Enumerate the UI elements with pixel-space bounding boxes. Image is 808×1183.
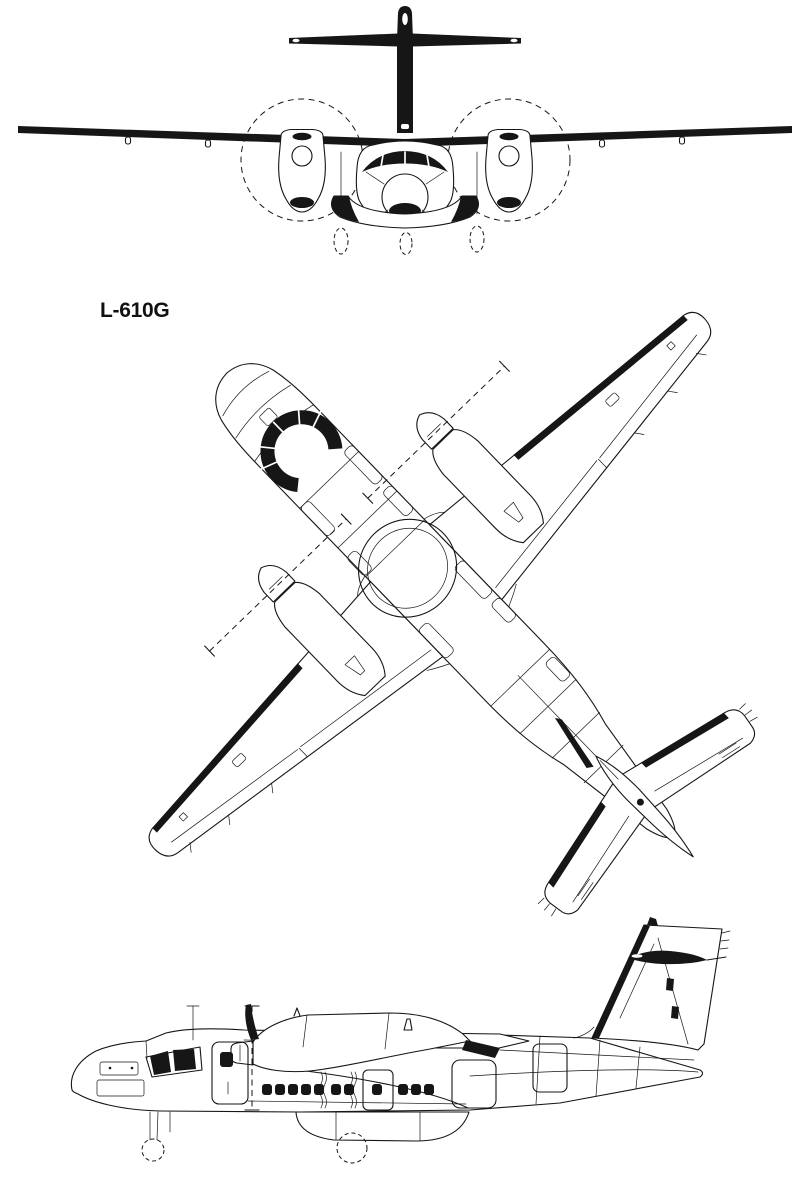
side-overwing-exit (362, 1069, 394, 1111)
front-spinner-left (291, 145, 313, 167)
front-fin-base-detail (401, 124, 409, 129)
top-tailplane-boot-left (548, 801, 606, 888)
side-fin-antenna (647, 917, 658, 926)
front-tailplane-tip-right (510, 38, 518, 43)
side-exhaust (462, 1040, 500, 1058)
front-view (18, 6, 792, 255)
side-nose-details (96, 1040, 148, 1097)
front-sponson-band (331, 195, 479, 229)
front-fin (397, 6, 413, 133)
side-fin (573, 917, 731, 1051)
side-cabin-windows (262, 1084, 434, 1095)
side-tailplane (628, 950, 727, 965)
front-wheels (333, 225, 485, 255)
front-sponson-tip-right (451, 196, 479, 222)
prop-diameter-dimension-right (362, 360, 510, 504)
top-fin-cap (595, 755, 694, 858)
front-sponson-tip-left (331, 196, 359, 222)
front-windshield-frames (380, 151, 430, 168)
top-nacelle-left (257, 564, 386, 697)
top-elevator-lines (537, 703, 758, 917)
top-fuselage-panel-lines (222, 371, 624, 784)
side-view (70, 917, 731, 1164)
front-fin-detail (402, 13, 408, 25)
top-wing-control-lines (171, 334, 707, 853)
side-nose-gear (149, 1111, 171, 1141)
top-wing-boot-right (513, 315, 688, 460)
top-fin-leading-edge (554, 717, 594, 768)
prop-diameter-dimension-left (204, 513, 352, 657)
side-fin-boot (592, 925, 650, 1038)
front-flap-fairings (124, 136, 686, 148)
prop-plane-dimension (244, 1005, 260, 1111)
side-wing-fairing (297, 1069, 469, 1109)
side-nacelle-antenna (293, 1007, 301, 1017)
top-spinner-left (257, 564, 296, 603)
front-nacelle-left (278, 128, 326, 213)
top-beacon (636, 798, 644, 806)
side-cockpit-windows (145, 1046, 203, 1078)
front-spinner-right (498, 145, 520, 167)
datum-mast (186, 1005, 200, 1041)
top-wing-left (148, 581, 444, 857)
front-tailplane-tip-left (292, 38, 300, 43)
top-spinner-right (416, 412, 454, 450)
side-section-breaks (319, 1071, 357, 1109)
top-tailplane-boot-right (641, 713, 729, 768)
top-nacelle-right (416, 412, 544, 544)
side-gear-sponson (295, 1111, 470, 1142)
side-propeller-spinner (230, 1040, 254, 1066)
front-nacelle-right (485, 128, 533, 213)
side-main-wheel (336, 1132, 368, 1164)
side-service-door (532, 1043, 568, 1093)
side-aft-door (451, 1059, 497, 1109)
side-forward-door (211, 1041, 249, 1105)
side-nacelle (252, 1007, 500, 1073)
side-roof-antenna (403, 1018, 413, 1031)
top-gear-fairing (357, 518, 458, 618)
top-view (148, 311, 758, 917)
front-tailplane (289, 33, 521, 47)
aircraft-model-label: L-610G (100, 299, 169, 322)
top-wing-boot-left (152, 663, 303, 833)
side-nose-wheel (141, 1138, 165, 1162)
